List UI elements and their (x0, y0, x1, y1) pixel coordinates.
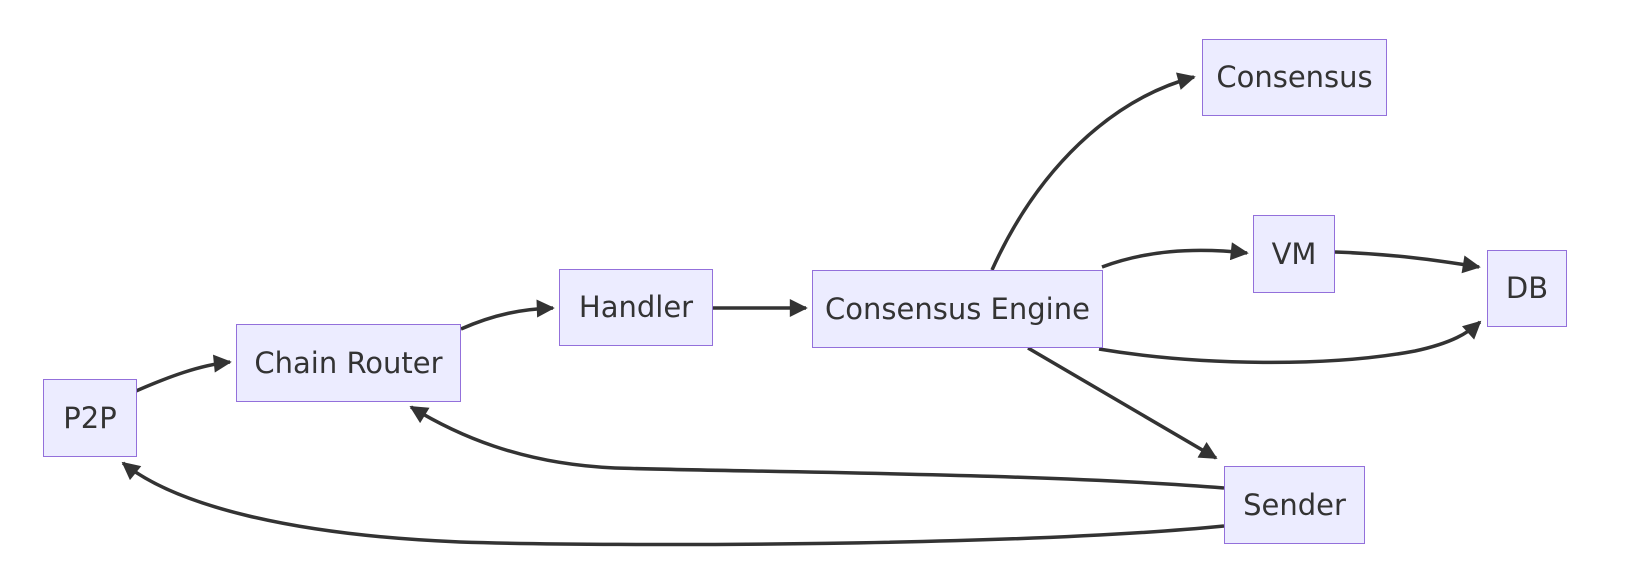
edge-consensus-engine-to-db (1098, 320, 1482, 365)
node-vm: VM (1253, 215, 1335, 293)
node-consensus-engine-label: Consensus Engine (825, 291, 1090, 326)
edge-consensus-engine-to-consensus (990, 72, 1196, 271)
node-chain-router-label: Chain Router (254, 345, 443, 380)
edge-chain-router-to-handler (460, 299, 555, 331)
node-p2p: P2P (43, 379, 137, 457)
node-consensus-engine: Consensus Engine (812, 270, 1103, 348)
edge-consensus-engine-to-vm (1101, 242, 1249, 269)
node-consensus-label: Consensus (1216, 60, 1373, 94)
edge-p2p-to-chain-router (135, 354, 232, 393)
node-chain-router: Chain Router (236, 324, 461, 402)
node-db-label: DB (1505, 271, 1549, 305)
node-handler: Handler (559, 269, 713, 346)
edge-consensus-engine-to-sender (1027, 346, 1218, 460)
node-handler-label: Handler (578, 290, 694, 324)
edge-vm-to-db (1334, 250, 1481, 274)
node-sender-label: Sender (1243, 487, 1346, 522)
node-db: DB (1487, 250, 1567, 327)
node-sender: Sender (1224, 466, 1365, 544)
node-p2p-label: P2P (63, 400, 117, 435)
node-vm-label: VM (1271, 236, 1317, 271)
node-consensus: Consensus (1202, 39, 1387, 116)
edge-sender-to-p2p (121, 461, 1225, 547)
edge-sender-to-chain-router (409, 405, 1225, 490)
